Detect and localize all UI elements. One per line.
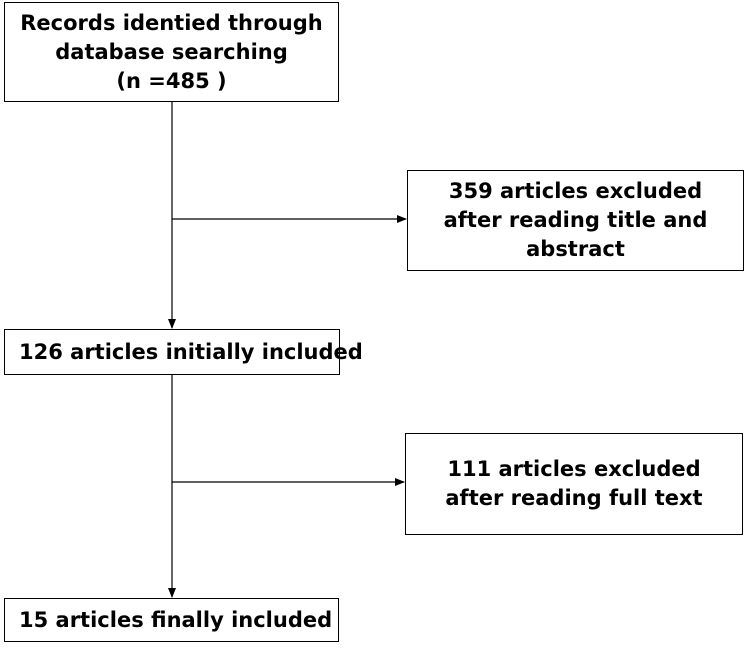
finally-included-box: 15 articles finally included <box>4 598 339 642</box>
excluded-full-text-box: 111 articles excluded after reading full… <box>405 433 743 535</box>
excluded-full-text-line-1: 111 articles excluded <box>447 457 701 481</box>
excluded-full-text-line-2: after reading full text <box>445 486 703 510</box>
records-box-line-3: (n =485 ) <box>116 68 227 93</box>
records-box-line-2: database searching <box>55 39 288 64</box>
initially-included-box: 126 articles initially included <box>4 329 363 375</box>
records-box-line-1: Records identied through <box>20 10 323 35</box>
finally-included-label: 15 articles finally included <box>19 607 333 632</box>
initially-included-label: 126 articles initially included <box>19 339 363 364</box>
records-identified-box: Records identied through database search… <box>4 2 339 102</box>
excluded-title-abstract-line-3: abstract <box>526 237 625 261</box>
excluded-title-abstract-line-2: after reading title and <box>443 208 708 232</box>
excluded-title-abstract-box: 359 articles excluded after reading titl… <box>407 170 744 271</box>
excluded-title-abstract-line-1: 359 articles excluded <box>448 179 703 203</box>
